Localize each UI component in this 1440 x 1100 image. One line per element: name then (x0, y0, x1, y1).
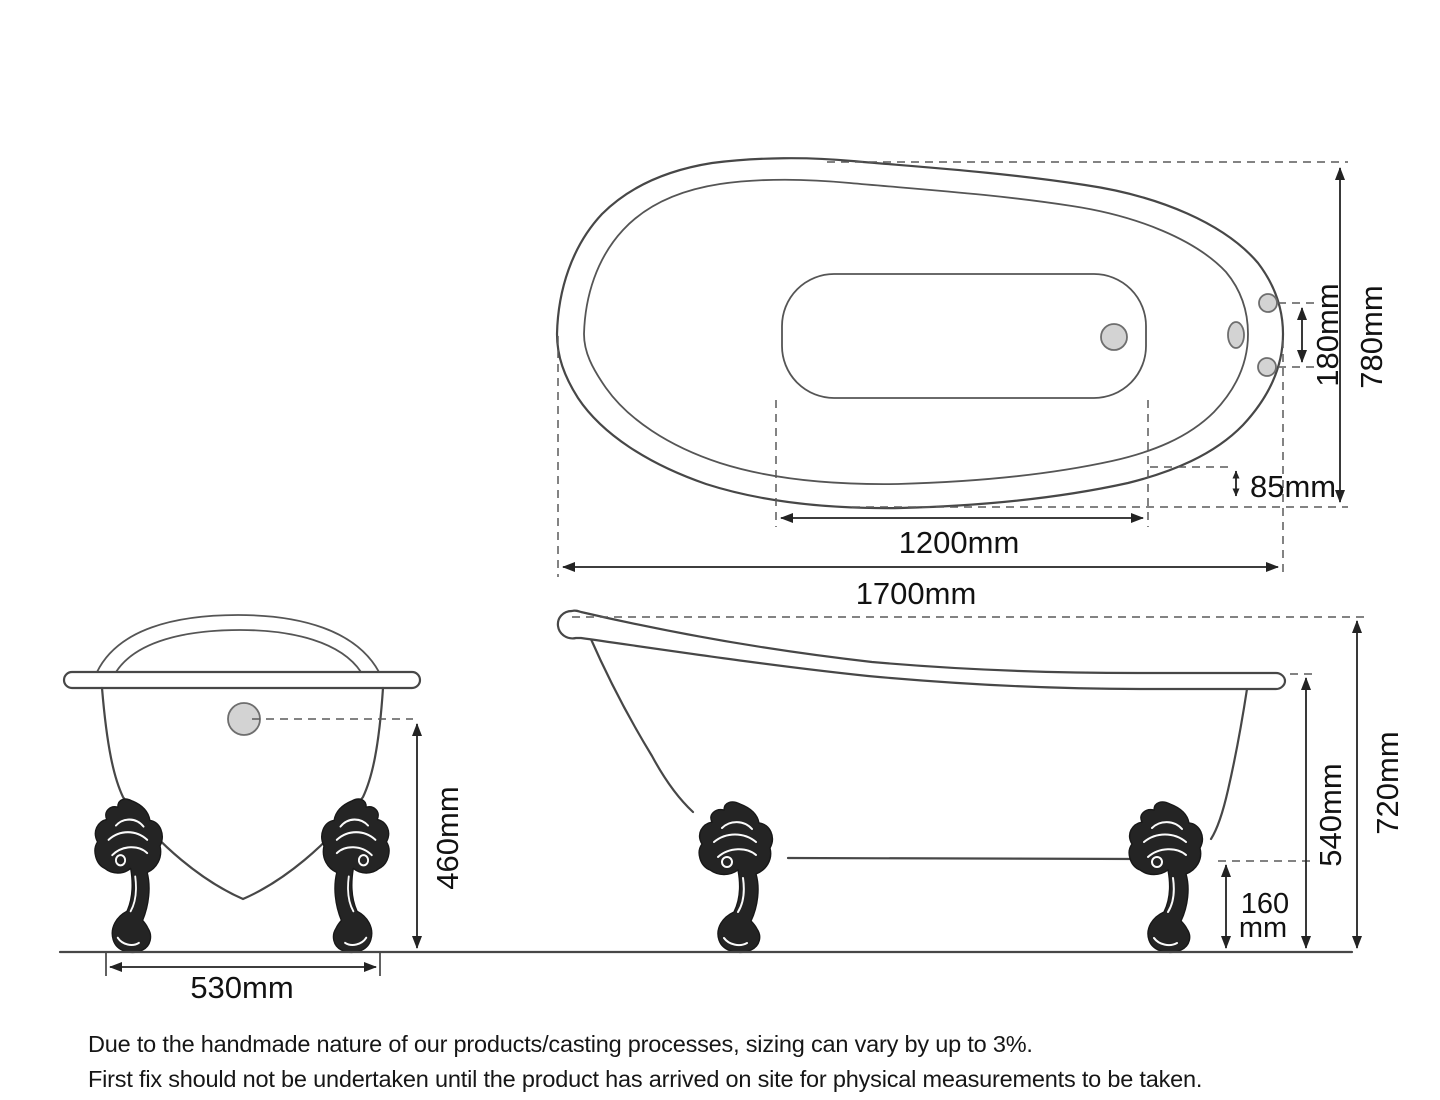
plan-outer-rim (555, 157, 1285, 510)
dim-label-overall-height: 720mm (1370, 731, 1405, 834)
front-back-roll-outer (96, 614, 380, 673)
front-back-roll-inner (115, 629, 362, 673)
overflow-hole-plan (1227, 321, 1245, 349)
dim-label-feet-span: 530mm (190, 970, 293, 1005)
plan-view: 780mm 180mm 1200mm 1700mm 85mm (555, 157, 1389, 611)
tap-hole-top (1258, 293, 1278, 313)
dim-label-flat-bottom: 1200mm (899, 525, 1020, 560)
dim-label-overflow-height: 460mm (430, 786, 465, 889)
footnote-line-2: First fix should not be undertaken until… (88, 1066, 1202, 1092)
side-rim-band (556, 609, 1287, 691)
dim-label-rim-height: 540mm (1313, 763, 1348, 866)
dim-label-clearance-value: 160 (1241, 888, 1289, 920)
plan-inner-rim (583, 178, 1249, 486)
dim-label-rim-ledge: 85mm (1250, 469, 1336, 504)
front-view: 460mm 530mm (62, 614, 465, 1005)
footnote-line-1: Due to the handmade nature of our produc… (88, 1031, 1033, 1057)
dim-label-overall-width: 780mm (1354, 285, 1389, 388)
dim-label-clearance-unit: mm (1239, 912, 1287, 944)
drain-hole (1100, 323, 1128, 351)
side-view: 540mm 720mm 160 mm (556, 609, 1405, 954)
side-bottom (786, 856, 1142, 861)
front-body (100, 686, 385, 901)
dim-label-overall-length: 1700mm (856, 576, 977, 611)
tap-hole-bottom (1257, 357, 1277, 377)
side-front-wall (1209, 687, 1249, 841)
side-back-wall (588, 635, 695, 814)
plan-flat-bottom (781, 273, 1147, 399)
front-rim (62, 670, 422, 690)
dim-label-tap-centres: 180mm (1310, 283, 1345, 386)
footnote: Due to the handmade nature of our produc… (88, 1031, 1202, 1092)
